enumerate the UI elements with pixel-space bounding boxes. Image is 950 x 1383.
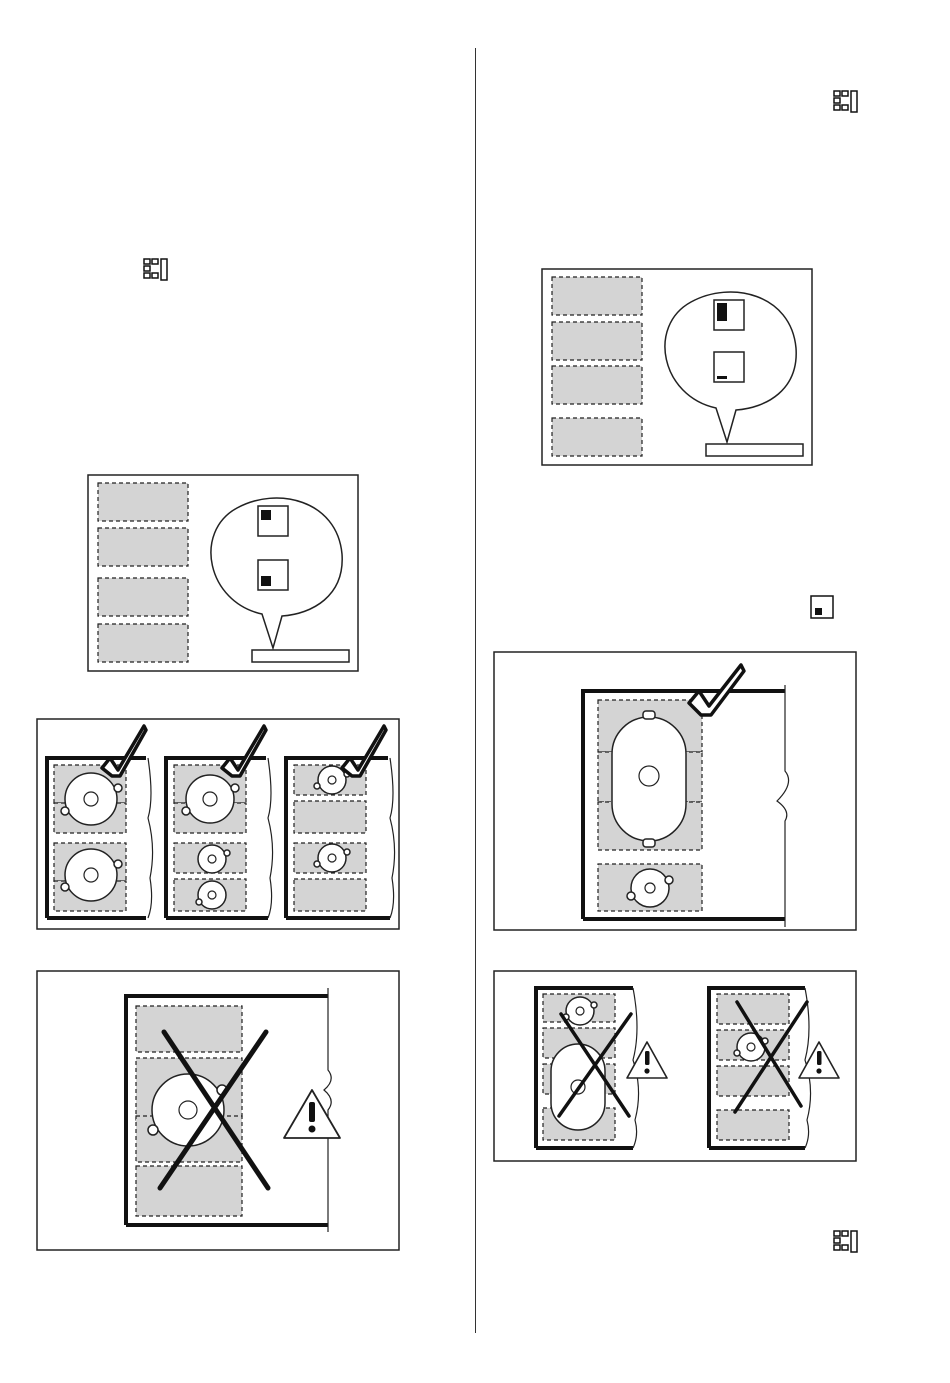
- incorrect-placements-figure: [493, 970, 857, 1162]
- hob-display-figure: [87, 474, 359, 672]
- hob-display-figure: [541, 268, 813, 466]
- correct-pan-placements-figure: [36, 718, 400, 930]
- column-divider: [475, 48, 476, 1333]
- incorrect-large-pan-figure: [36, 970, 400, 1251]
- bridge-zones-icon: [833, 90, 859, 116]
- bridge-zones-icon: [833, 1230, 859, 1256]
- bridge-zones-icon: [143, 258, 169, 284]
- filled-square-indicator-icon: [810, 595, 836, 621]
- correct-oval-pan-figure: [493, 651, 857, 931]
